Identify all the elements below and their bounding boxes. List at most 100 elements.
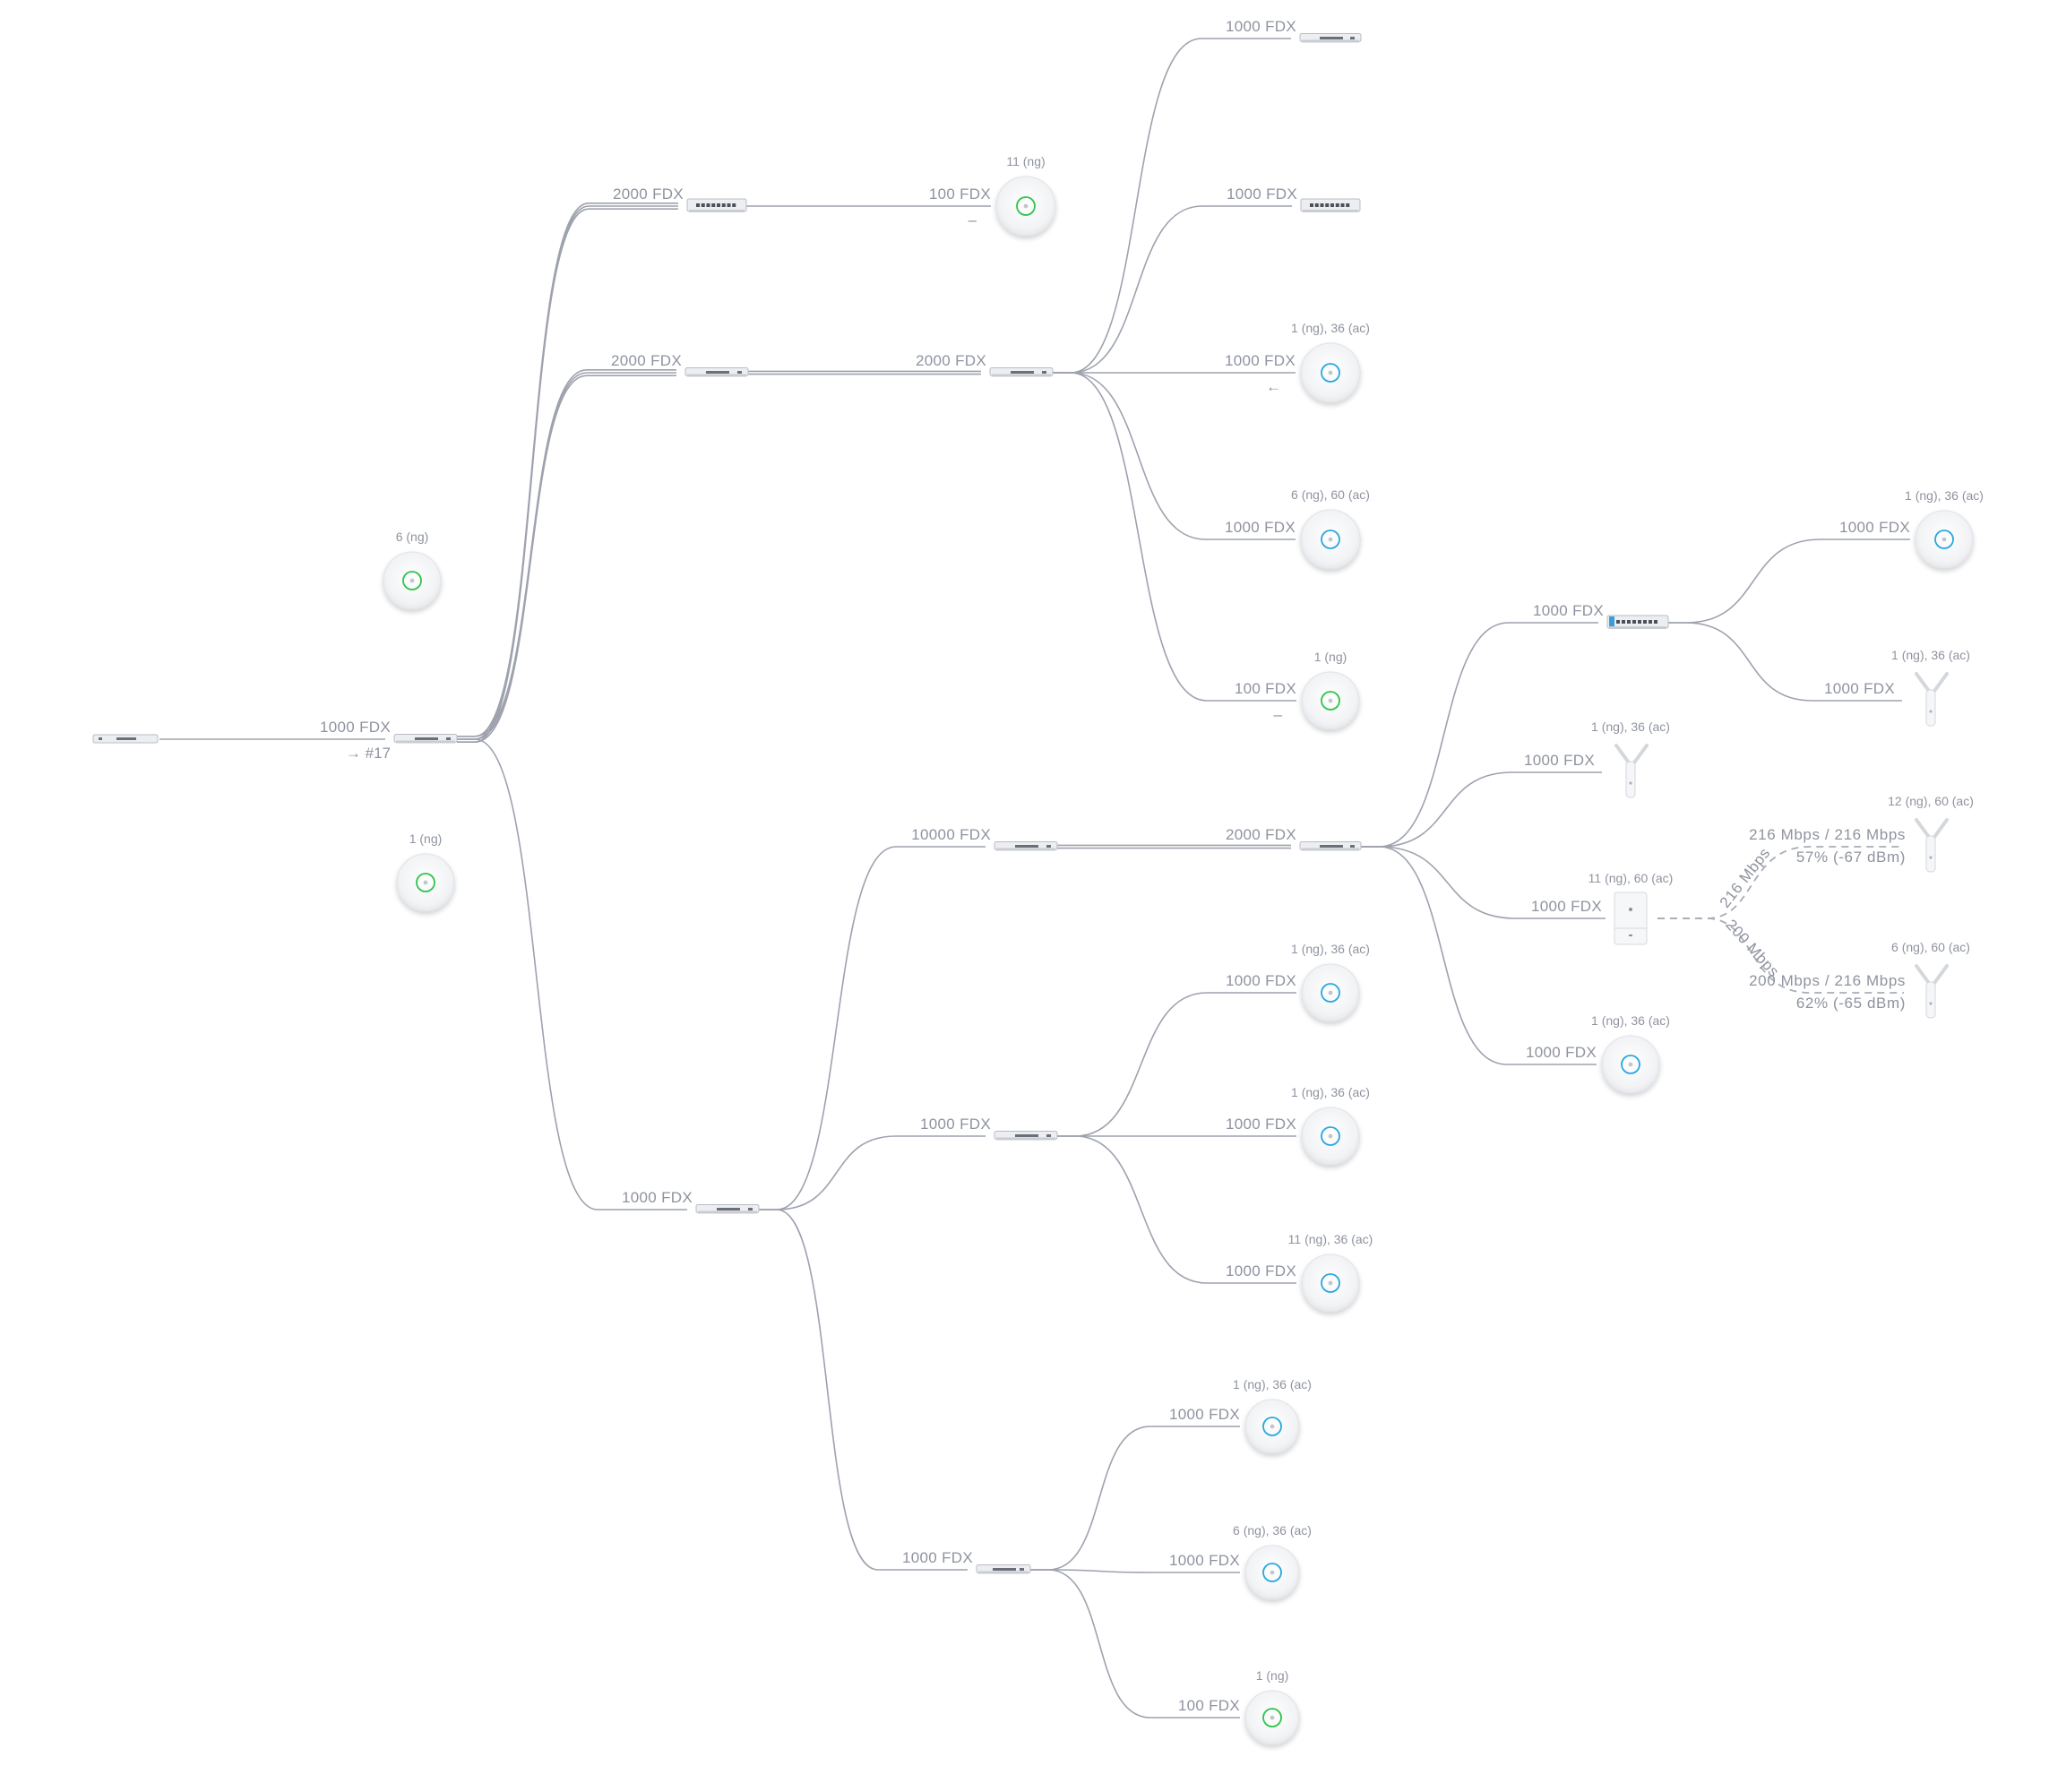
- link-speed-label: 1000 FDX: [1226, 972, 1296, 989]
- connection-link: [1053, 372, 1296, 702]
- access-point-icon[interactable]: [1301, 1107, 1360, 1166]
- link-speed-label: 1000 FDX: [1169, 1406, 1240, 1423]
- switch-icon[interactable]: [393, 734, 458, 744]
- wifi-channel-label: 1 (ng), 36 (ac): [1591, 1013, 1670, 1028]
- wifi-channel-label: 11 (ng), 36 (ac): [1288, 1232, 1373, 1246]
- wifi-channel-label: 1 (ng), 36 (ac): [1291, 321, 1370, 335]
- switch-icon[interactable]: [1299, 841, 1362, 851]
- access-point-icon[interactable]: [1244, 1545, 1300, 1600]
- port-note-label: –: [969, 211, 977, 228]
- link-speed-label: 2000 FDX: [1226, 826, 1296, 843]
- link-speed-label: 1000 FDX: [920, 1116, 991, 1133]
- connection-link: [457, 372, 676, 740]
- link-speed-label: 2000 FDX: [916, 352, 986, 369]
- switch-icon[interactable]: [684, 367, 749, 377]
- access-point-icon[interactable]: [1244, 1690, 1300, 1745]
- access-point-icon[interactable]: [1915, 510, 1974, 569]
- access-point-icon[interactable]: [995, 176, 1056, 237]
- antenna-icon[interactable]: [1915, 964, 1949, 1019]
- link-speed-label: 1000 FDX: [1533, 602, 1604, 619]
- wireless-mesh-link: [1657, 918, 1904, 994]
- link-speed-label: 100 FDX: [1178, 1697, 1240, 1714]
- wifi-channel-label: 1 (ng): [1256, 1668, 1289, 1683]
- switch-icon[interactable]: [686, 198, 747, 212]
- link-speed-label: 1000 FDX: [1824, 680, 1895, 697]
- wifi-channel-label: 11 (ng): [1006, 154, 1045, 168]
- link-speed-label: 2000 FDX: [613, 185, 684, 202]
- wireless-mesh-link: [1657, 846, 1904, 919]
- mesh-link-rate-label: 200 Mbps: [1722, 916, 1782, 980]
- wall-access-point-icon[interactable]: [1614, 892, 1648, 945]
- connection-link: [1361, 846, 1606, 919]
- link-speed-label: 1000 FDX: [902, 1549, 973, 1566]
- connection-link: [1057, 992, 1296, 1137]
- link-speed-label: 1000 FDX: [1225, 519, 1296, 536]
- mesh-signal-label: 62% (-65 dBm): [1796, 995, 1906, 1012]
- connection-link: [1053, 205, 1292, 374]
- switch-icon[interactable]: [989, 367, 1054, 377]
- access-point-icon[interactable]: [1301, 1254, 1360, 1313]
- link-speed-label: 1000 FDX: [1526, 1044, 1597, 1061]
- access-point-icon[interactable]: [1301, 671, 1360, 730]
- wifi-channel-label: 1 (ng), 36 (ac): [1291, 1085, 1370, 1099]
- wifi-channel-label: 1 (ng), 36 (ac): [1233, 1377, 1312, 1391]
- link-speed-label: 1000 FDX: [1531, 898, 1602, 915]
- antenna-icon[interactable]: [1915, 818, 1949, 873]
- link-speed-label: 1000 FDX: [1226, 1262, 1296, 1279]
- connection-link: [1361, 771, 1602, 848]
- antenna-icon[interactable]: [1614, 744, 1649, 798]
- access-point-icon[interactable]: [1300, 342, 1361, 403]
- access-point-icon[interactable]: [1244, 1399, 1300, 1454]
- connection-link: [1030, 1569, 1240, 1573]
- link-speed-label: 100 FDX: [929, 185, 991, 202]
- wifi-channel-label: 6 (ng): [396, 530, 429, 544]
- access-point-icon[interactable]: [1601, 1035, 1660, 1094]
- link-speed-label: 100 FDX: [1235, 680, 1296, 697]
- link-speed-label: 1000 FDX: [1226, 18, 1296, 35]
- switch-icon[interactable]: [994, 841, 1058, 851]
- mesh-signal-label: 57% (-67 dBm): [1796, 849, 1906, 866]
- link-speed-label: 1000 FDX: [1524, 752, 1595, 769]
- switch-icon[interactable]: [1606, 615, 1669, 629]
- wifi-channel-label: 1 (ng): [409, 831, 443, 846]
- port-note-label: –: [1274, 706, 1283, 723]
- wifi-channel-label: 12 (ng), 60 (ac): [1888, 794, 1974, 808]
- connection-link: [1053, 372, 1296, 540]
- port-note-label: ←: [1266, 378, 1281, 395]
- access-point-icon[interactable]: [383, 551, 442, 610]
- link-speed-label: 1000 FDX: [1169, 1552, 1240, 1569]
- switch-icon[interactable]: [994, 1131, 1058, 1141]
- wifi-channel-label: 6 (ng), 60 (ac): [1291, 487, 1370, 502]
- connection-link: [759, 1209, 968, 1571]
- connection-link: [1361, 846, 1597, 1065]
- access-point-icon[interactable]: [1301, 963, 1360, 1022]
- wifi-channel-label: 1 (ng): [1314, 650, 1347, 664]
- access-point-icon[interactable]: [1300, 509, 1361, 570]
- link-speed-label: 2000 FDX: [611, 352, 682, 369]
- link-speed-label: 1000 FDX: [1225, 352, 1296, 369]
- link-speed-label: 1000 FDX: [1839, 519, 1910, 536]
- mesh-link-rate-label: 216 Mbps: [1717, 844, 1774, 910]
- connection-link: [457, 375, 676, 743]
- wifi-channel-label: 6 (ng), 60 (ac): [1891, 940, 1970, 954]
- mesh-rate-label: 200 Mbps / 216 Mbps: [1749, 972, 1906, 989]
- access-point-icon[interactable]: [396, 853, 455, 912]
- antenna-icon[interactable]: [1915, 672, 1949, 727]
- link-speed-label: 1000 FDX: [1226, 1116, 1296, 1133]
- switch-icon[interactable]: [1299, 33, 1362, 43]
- connection-link: [457, 369, 676, 737]
- port-note-label: → #17: [346, 745, 391, 762]
- link-speed-label: 1000 FDX: [1227, 185, 1297, 202]
- wifi-channel-label: 1 (ng), 36 (ac): [1891, 648, 1970, 662]
- link-speed-label: 1000 FDX: [622, 1189, 693, 1206]
- switch-icon[interactable]: [1300, 198, 1361, 212]
- gateway-icon[interactable]: [92, 734, 159, 744]
- connection-link: [457, 205, 678, 740]
- wifi-channel-label: 1 (ng), 36 (ac): [1291, 942, 1370, 956]
- switch-icon[interactable]: [695, 1204, 760, 1214]
- connection-link: [1057, 1135, 1296, 1284]
- connection-link: [1361, 622, 1598, 848]
- connection-link: [457, 202, 678, 737]
- switch-icon[interactable]: [976, 1564, 1031, 1574]
